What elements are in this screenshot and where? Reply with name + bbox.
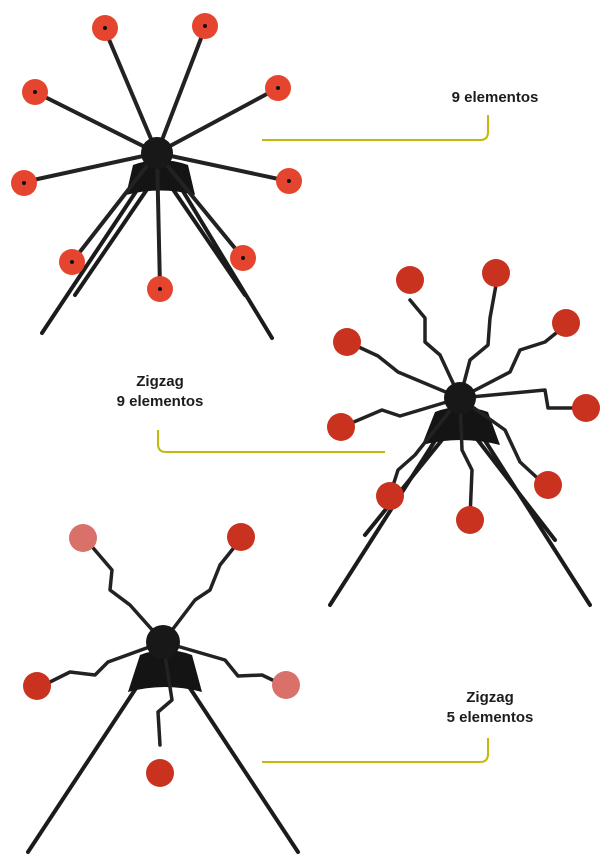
caption-line: Zigzag	[420, 688, 560, 708]
caption-line: 9 elementos	[90, 392, 230, 412]
target-stand-straight-9	[11, 13, 302, 338]
target-plate	[482, 259, 510, 287]
target-plate	[227, 523, 255, 551]
stand-hub	[141, 137, 173, 169]
target-plate	[376, 482, 404, 510]
target-plate	[59, 249, 85, 275]
caption-line: 9 elementos	[420, 88, 570, 108]
stand-hub	[146, 625, 180, 659]
target-plate	[147, 276, 173, 302]
caption-line: Zigzag	[90, 372, 230, 392]
target-plate	[192, 13, 218, 39]
connector-line-1	[262, 115, 488, 140]
target-plate	[333, 328, 361, 356]
caption-line: 5 elementos	[420, 708, 560, 728]
target-plate	[69, 524, 97, 552]
caption-straight-9: 9 elementos	[420, 88, 570, 108]
target-plate	[456, 506, 484, 534]
target-plate	[534, 471, 562, 499]
target-plate	[276, 168, 302, 194]
caption-zigzag-9: Zigzag 9 elementos	[90, 372, 230, 412]
target-plate	[327, 413, 355, 441]
target-plate	[11, 170, 37, 196]
target-plate	[552, 309, 580, 337]
target-plate	[396, 266, 424, 294]
stand-hub	[444, 382, 476, 414]
target-stand-zigzag-5	[23, 523, 300, 852]
target-plate	[230, 245, 256, 271]
target-plate	[23, 672, 51, 700]
target-plate	[272, 671, 300, 699]
target-plate	[265, 75, 291, 101]
connector-line-3	[262, 738, 488, 762]
target-plate	[572, 394, 600, 422]
target-stand-zigzag-9	[327, 259, 600, 605]
target-plate	[22, 79, 48, 105]
caption-zigzag-5: Zigzag 5 elementos	[420, 688, 560, 728]
target-plate	[92, 15, 118, 41]
target-plate	[146, 759, 174, 787]
